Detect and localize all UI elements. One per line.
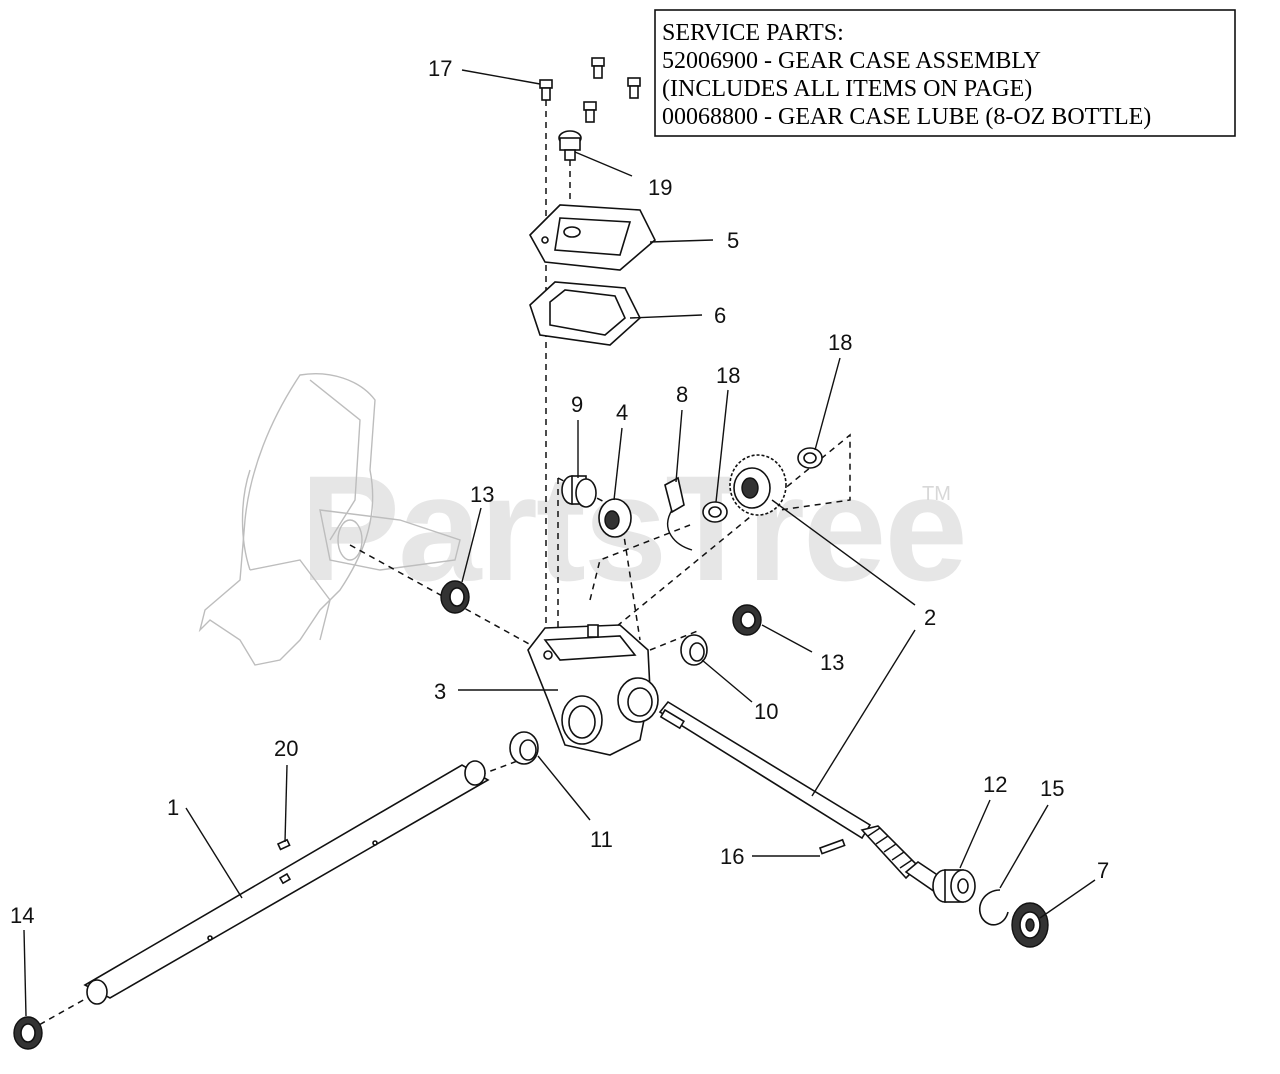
roll-pin-16 bbox=[818, 838, 846, 855]
watermark-text: PartsTree bbox=[300, 444, 966, 612]
spacer-9 bbox=[561, 475, 597, 508]
callout-3: 3 bbox=[434, 679, 446, 704]
callout-6: 6 bbox=[714, 303, 726, 328]
callout-2: 2 bbox=[924, 605, 936, 630]
callout-1: 1 bbox=[167, 795, 179, 820]
clip-8 bbox=[664, 476, 693, 551]
service-parts-box: SERVICE PARTS: 52006900 - GEAR CASE ASSE… bbox=[654, 9, 1236, 137]
callout-17: 17 bbox=[428, 56, 452, 81]
worm-shaft-2 bbox=[658, 700, 947, 894]
snap-ring-15 bbox=[978, 889, 1009, 926]
auger-shaft-1 bbox=[83, 760, 490, 1005]
callout-16: 16 bbox=[720, 844, 744, 869]
callout-13-right: 13 bbox=[820, 650, 844, 675]
callout-12: 12 bbox=[983, 772, 1007, 797]
worm-gear-wheel bbox=[729, 454, 787, 516]
callout-7: 7 bbox=[1097, 858, 1109, 883]
callout-19: 19 bbox=[648, 175, 672, 200]
gear-case-cover-5 bbox=[529, 204, 656, 271]
callout-18-right: 18 bbox=[828, 330, 852, 355]
callout-4: 4 bbox=[616, 400, 628, 425]
oil-seal-13-left bbox=[440, 580, 470, 614]
bolts-17 bbox=[539, 57, 641, 123]
leader-lines bbox=[23, 69, 1096, 1017]
callout-11: 11 bbox=[590, 827, 613, 852]
service-line-3: (INCLUDES ALL ITEMS ON PAGE) bbox=[662, 76, 1032, 102]
auger-housing-ghost bbox=[198, 373, 461, 666]
callout-10: 10 bbox=[754, 699, 778, 724]
bearing-4 bbox=[598, 498, 632, 538]
callout-18-left: 18 bbox=[716, 363, 740, 388]
service-line-1: SERVICE PARTS: bbox=[662, 20, 844, 46]
callout-15: 15 bbox=[1040, 776, 1064, 801]
bushing-10 bbox=[680, 634, 708, 666]
bushing-11 bbox=[509, 731, 539, 765]
service-line-2: 52006900 - GEAR CASE ASSEMBLY bbox=[662, 48, 1041, 74]
callout-20: 20 bbox=[274, 736, 298, 761]
watermark-tm: TM bbox=[922, 483, 951, 505]
gasket-6 bbox=[529, 281, 641, 346]
callout-14: 14 bbox=[10, 903, 34, 928]
callout-9: 9 bbox=[571, 392, 583, 417]
callout-13-left: 13 bbox=[470, 482, 494, 507]
gear-case-housing-3 bbox=[527, 624, 659, 756]
callout-5: 5 bbox=[727, 228, 739, 253]
vent-plug-19 bbox=[558, 130, 582, 161]
oil-seal-13-right bbox=[732, 604, 762, 636]
bearing-14 bbox=[13, 1016, 43, 1050]
callout-8: 8 bbox=[676, 382, 688, 407]
service-line-4: 00068800 - GEAR CASE LUBE (8-OZ BOTTLE) bbox=[662, 104, 1151, 130]
key-20 bbox=[276, 838, 291, 851]
callout-labels: 17 19 5 6 18 9 4 8 18 13 2 13 3 10 20 1 … bbox=[10, 56, 1109, 928]
spacer-12 bbox=[932, 869, 976, 903]
bearing-7 bbox=[1011, 902, 1049, 948]
